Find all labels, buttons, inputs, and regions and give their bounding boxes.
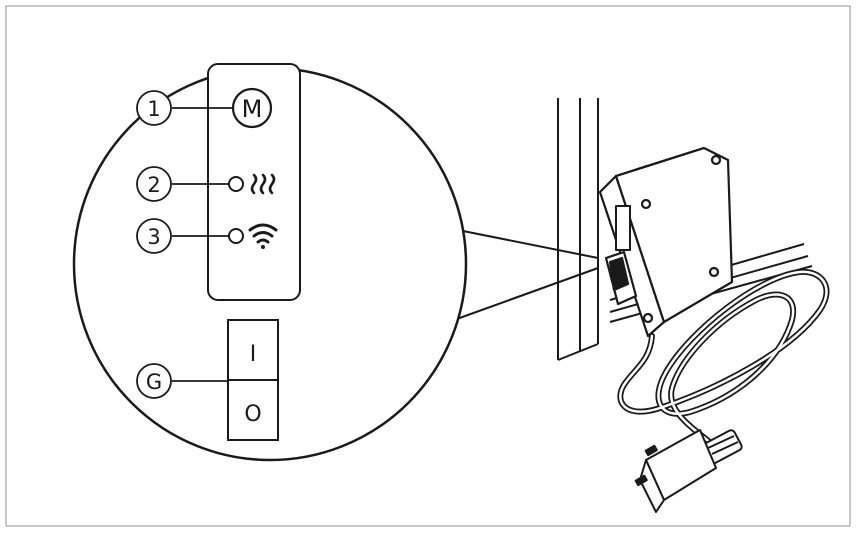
switch-on-label: I bbox=[250, 342, 257, 367]
callout-3: 3 bbox=[136, 218, 172, 254]
power-cable bbox=[617, 268, 830, 447]
callout-1: 1 bbox=[136, 90, 172, 126]
svg-text:2: 2 bbox=[147, 173, 160, 197]
callout-2: 2 bbox=[136, 166, 172, 202]
svg-text:1: 1 bbox=[147, 97, 160, 121]
switch-off-label: O bbox=[244, 402, 261, 427]
rocker-switch[interactable]: I O bbox=[227, 319, 279, 441]
callout-g: G bbox=[136, 363, 172, 399]
svg-text:3: 3 bbox=[147, 225, 160, 249]
control-box bbox=[598, 146, 734, 338]
heating-indicator-led bbox=[228, 176, 244, 192]
magnifier-cone bbox=[453, 229, 599, 321]
mode-button[interactable]: M bbox=[231, 87, 273, 129]
wifi-icon bbox=[248, 223, 278, 249]
power-plug bbox=[634, 429, 743, 513]
callout-leaders bbox=[172, 107, 233, 382]
wifi-indicator-led bbox=[228, 228, 244, 244]
svg-text:G: G bbox=[146, 370, 162, 394]
mode-button-label: M bbox=[242, 95, 263, 123]
heat-waves-icon bbox=[250, 173, 276, 195]
